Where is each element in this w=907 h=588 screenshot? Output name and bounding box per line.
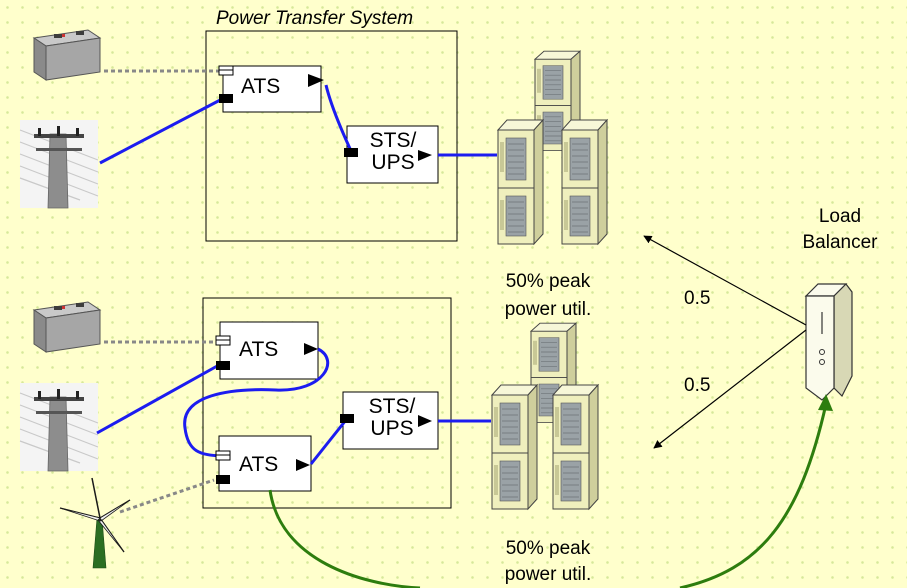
sts-ups-label-top: STS/ UPS	[369, 129, 417, 174]
wind-line	[119, 478, 215, 514]
ats-label-top: ATS	[241, 75, 281, 98]
power-transfer-box-top	[205, 30, 458, 242]
wind-turbine-icon	[59, 477, 131, 569]
ats-label-bottom-2: ATS	[239, 453, 279, 476]
ats-box-bottom-1	[219, 321, 319, 380]
ats-to-sts-line-bottom	[309, 419, 348, 465]
lb-arrow-top	[643, 235, 807, 326]
weight-label-top: 0.5	[684, 288, 711, 309]
weight-label-bottom: 0.5	[684, 375, 711, 396]
ats-box-top	[222, 65, 322, 113]
lb-arrow-bottom	[653, 329, 807, 449]
power-transfer-box-bottom	[202, 297, 452, 509]
ats-box-bottom-2	[218, 435, 312, 492]
utility-line-bottom	[96, 363, 220, 435]
ats-to-sts-line-top	[324, 84, 354, 154]
connector-markers	[215, 65, 432, 484]
utility-pole-icon-bottom	[19, 382, 99, 472]
server-rack-group-bottom	[491, 322, 599, 510]
server-rack-group-top	[497, 50, 608, 245]
sts-ups-label-bottom: STS/ UPS	[368, 395, 416, 440]
util-label-top: 50% peak power util.	[504, 271, 592, 320]
battery-icon-top	[33, 29, 101, 81]
utility-line-top	[99, 96, 225, 165]
green-arrowhead	[818, 394, 833, 411]
ats-label-bottom-1: ATS	[239, 338, 279, 361]
battery-icon-bottom	[33, 301, 101, 353]
load-balancer-label: Load Balancer	[802, 206, 878, 253]
utility-pole-icon-top	[19, 119, 99, 209]
ats-loop-line	[183, 347, 330, 458]
util-label-bottom: 50% peak power util.	[504, 538, 592, 585]
load-balancer-icon	[804, 283, 853, 401]
diagram-title: Power Transfer System	[216, 8, 414, 29]
green-control-line	[268, 403, 828, 588]
